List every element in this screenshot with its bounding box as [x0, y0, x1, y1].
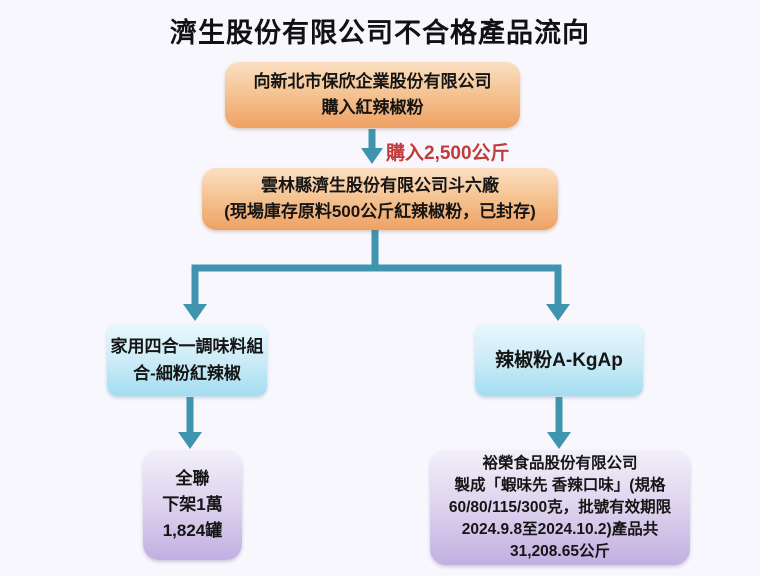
retail-box-line2: 下架1萬 [162, 495, 223, 514]
manufacturer-arrow-down-icon [547, 397, 571, 449]
product-box-left: 家用四合一調味料組 合-細粉紅辣椒 [107, 324, 267, 396]
factory-box-line2: (現場庫存原料500公斤紅辣椒粉，已封存) [224, 202, 536, 221]
factory-box-line1: 雲林縣濟生股份有限公司斗六廠 [261, 176, 499, 195]
product-box-right-line1: 辣椒粉A-KgAp [495, 349, 623, 371]
branch-left-arrow-down-icon [183, 268, 207, 321]
manufacturer-box-line2: 製成「蝦味先 香辣口味」(規格 [454, 476, 666, 494]
manufacturer-box: 裕榮食品股份有限公司 製成「蝦味先 香辣口味」(規格 60/80/115/300… [430, 450, 690, 565]
retail-box-line3: 1,824罐 [162, 521, 223, 540]
manufacturer-box-line1: 裕榮食品股份有限公司 [482, 454, 638, 472]
factory-box: 雲林縣濟生股份有限公司斗六廠 (現場庫存原料500公斤紅辣椒粉，已封存) [202, 168, 558, 230]
product-box-left-line2: 合-細粉紅辣椒 [133, 364, 241, 383]
retail-arrow-down-icon [178, 397, 202, 449]
retail-box: 全聯 下架1萬 1,824罐 [143, 450, 242, 560]
product-box-right: 辣椒粉A-KgAp [475, 324, 643, 396]
factory-branch-connector [191, 229, 562, 272]
manufacturer-box-line4: 2024.9.8至2024.10.2)產品共 [461, 520, 659, 538]
retail-box-line1: 全聯 [175, 469, 210, 488]
purchase-qty-label: 購入2,500公斤 [386, 143, 510, 164]
branch-right-arrow-down-icon [546, 268, 570, 321]
supplier-box-line2: 購入紅辣椒粉 [321, 98, 424, 117]
product-box-left-line1: 家用四合一調味料組 [110, 337, 264, 356]
manufacturer-box-line3: 60/80/115/300克，批號有效期限 [448, 498, 672, 516]
manufacturer-box-line5: 31,208.65公斤 [510, 542, 610, 560]
page-title: 濟生股份有限公司不合格產品流向 [170, 18, 590, 48]
supplier-box-line1: 向新北市保欣企業股份有限公司 [253, 72, 492, 91]
purchase-arrow-down-icon [361, 129, 383, 164]
supplier-box: 向新北市保欣企業股份有限公司 購入紅辣椒粉 [225, 62, 520, 128]
